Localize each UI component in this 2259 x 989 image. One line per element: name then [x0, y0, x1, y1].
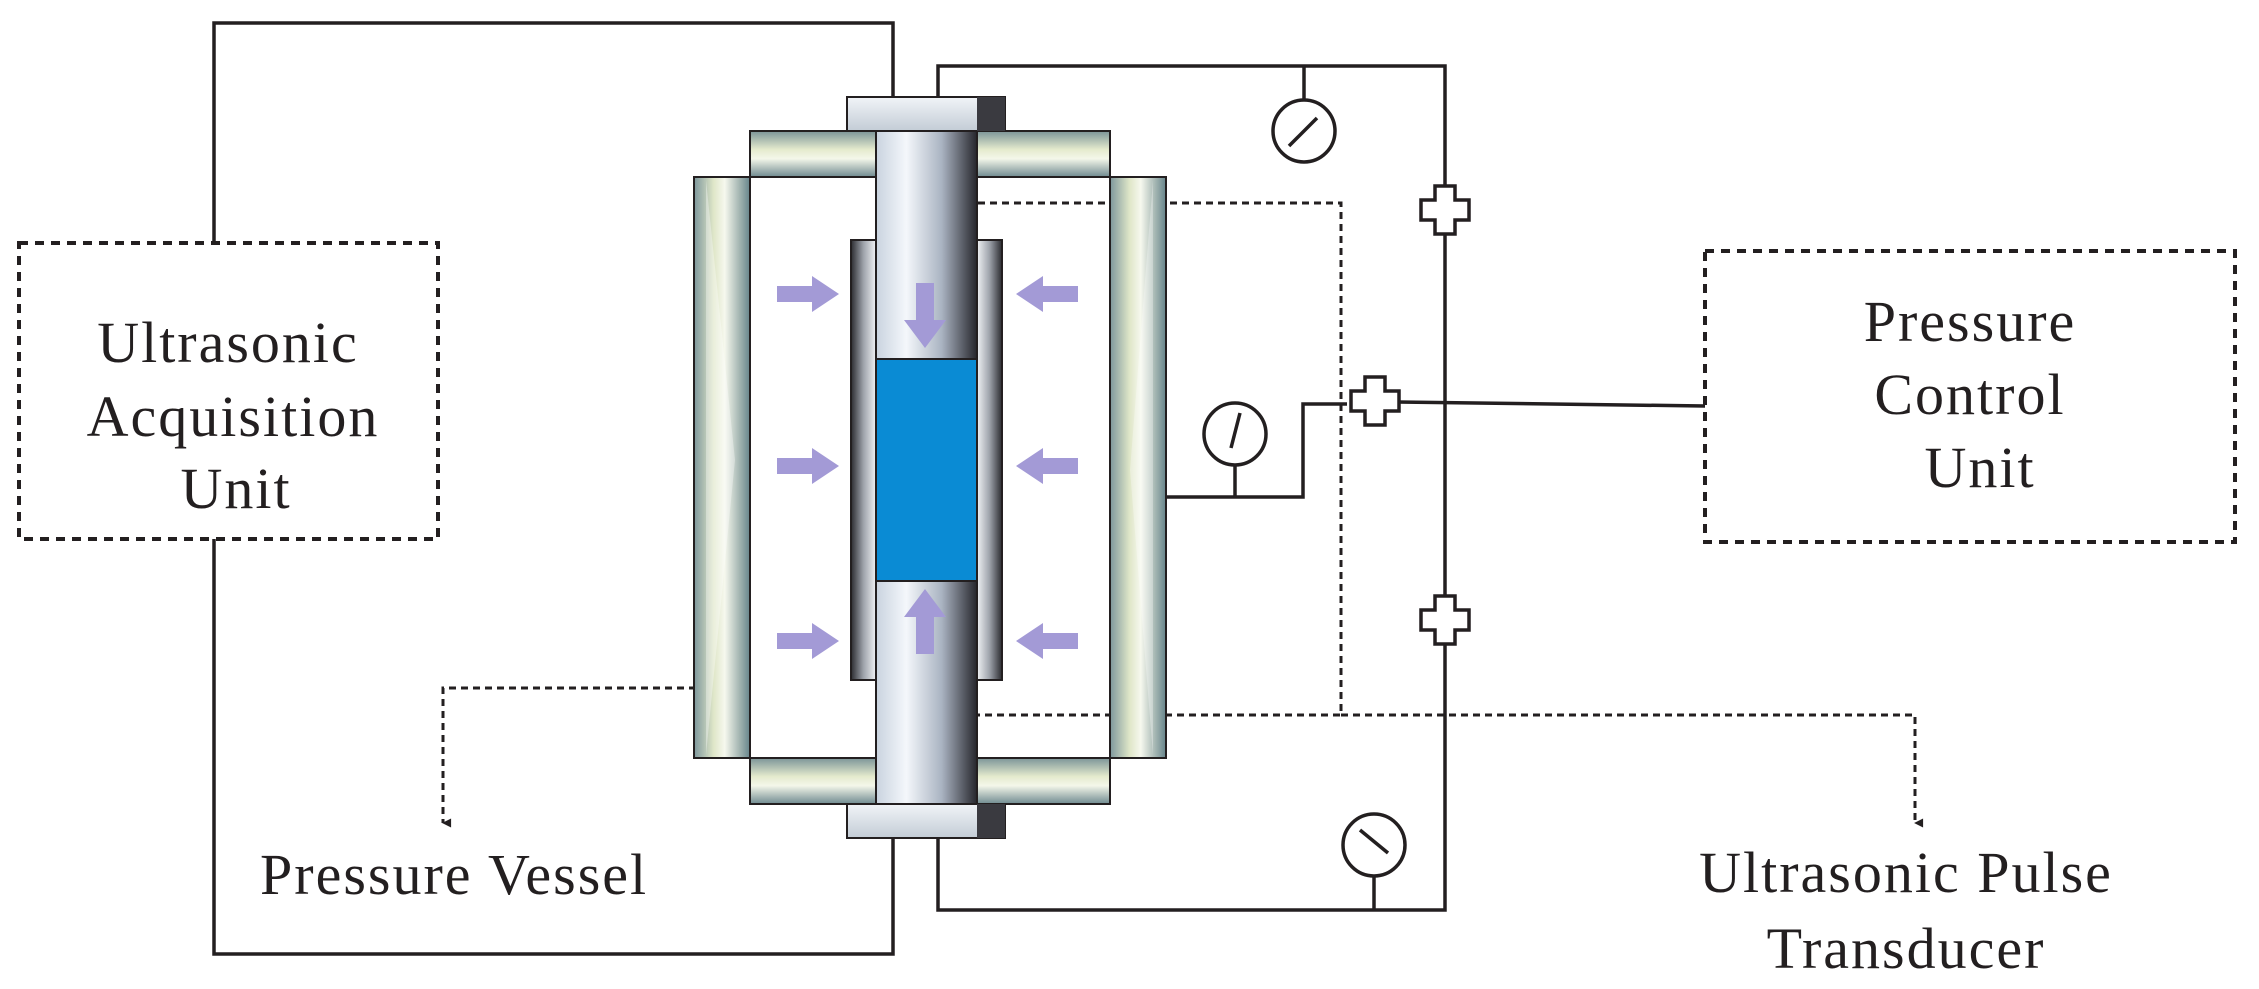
control-unit-line	[1393, 400, 1706, 408]
force-arrow-icon	[1016, 623, 1078, 659]
dashed-signal-lines	[441, 201, 1924, 828]
vessel-right-wall	[1109, 176, 1167, 759]
acquisition-line-3: Unit	[180, 456, 291, 521]
transducer-line-2: Transducer	[1767, 916, 2046, 981]
acquisition-wiring	[212, 21, 895, 956]
acquisition-line-1: Ultrasonic	[97, 310, 359, 375]
pressure-control-unit-box	[1703, 249, 2237, 544]
pressure-vessel-pointer	[441, 686, 696, 828]
acquisition-line-2: Acquisition	[87, 384, 380, 449]
control-line-2: Control	[1874, 362, 2065, 427]
pressure-vessel-label: Pressure Vessel	[260, 842, 648, 907]
pressure-gauge-middle	[1202, 401, 1268, 467]
control-line-3: Unit	[1924, 435, 2035, 500]
valves	[1349, 184, 1471, 646]
transducer-line-1: Ultrasonic Pulse	[1699, 840, 2113, 905]
force-arrow-icon	[1016, 276, 1078, 312]
acquisition-bottom-wire	[212, 539, 895, 956]
pressure-gauge-icon	[1341, 812, 1407, 878]
bottom-cap-shadow	[977, 804, 1005, 838]
force-arrow-icon	[904, 283, 946, 348]
gauge-needle	[1287, 116, 1319, 148]
force-arrow-icon	[777, 276, 839, 312]
force-arrow-icon	[777, 448, 839, 484]
valve-icon	[1419, 594, 1471, 646]
acquisition-top-wire	[212, 21, 895, 243]
pressure-gauge-top	[1271, 98, 1337, 164]
force-arrow-icon	[904, 589, 946, 654]
force-arrow-icon	[777, 623, 839, 659]
vessel-left-reflection	[706, 180, 735, 755]
sleeve-left	[850, 239, 877, 681]
acquisition-unit-label: Ultrasonic Acquisition Unit	[87, 310, 380, 521]
valve-icon	[1349, 375, 1401, 427]
pressure-gauge-bottom	[1341, 812, 1407, 878]
pressure-wiring	[936, 64, 1706, 912]
acquisition-unit-box	[17, 241, 440, 541]
transducer-pointer	[1341, 713, 1924, 828]
gauge-needle	[1229, 412, 1242, 449]
force-arrows	[777, 276, 1078, 659]
valve-icon	[1419, 184, 1471, 236]
sleeve-right	[976, 239, 1003, 681]
top-cap-shadow	[977, 97, 1005, 131]
force-arrow-icon	[1016, 448, 1078, 484]
gauge-needle	[1358, 828, 1390, 855]
vessel-left-wall	[693, 176, 751, 759]
pressure-control-unit-label: Pressure Control Unit	[1864, 289, 2077, 500]
rock-sample	[875, 358, 978, 582]
transducer-label: Ultrasonic Pulse Transducer	[1699, 840, 2113, 981]
vessel-right-reflection	[1130, 180, 1153, 755]
pressure-vessel	[693, 96, 1167, 839]
control-line-1: Pressure	[1864, 289, 2077, 354]
top-pressure-line	[936, 64, 1447, 912]
